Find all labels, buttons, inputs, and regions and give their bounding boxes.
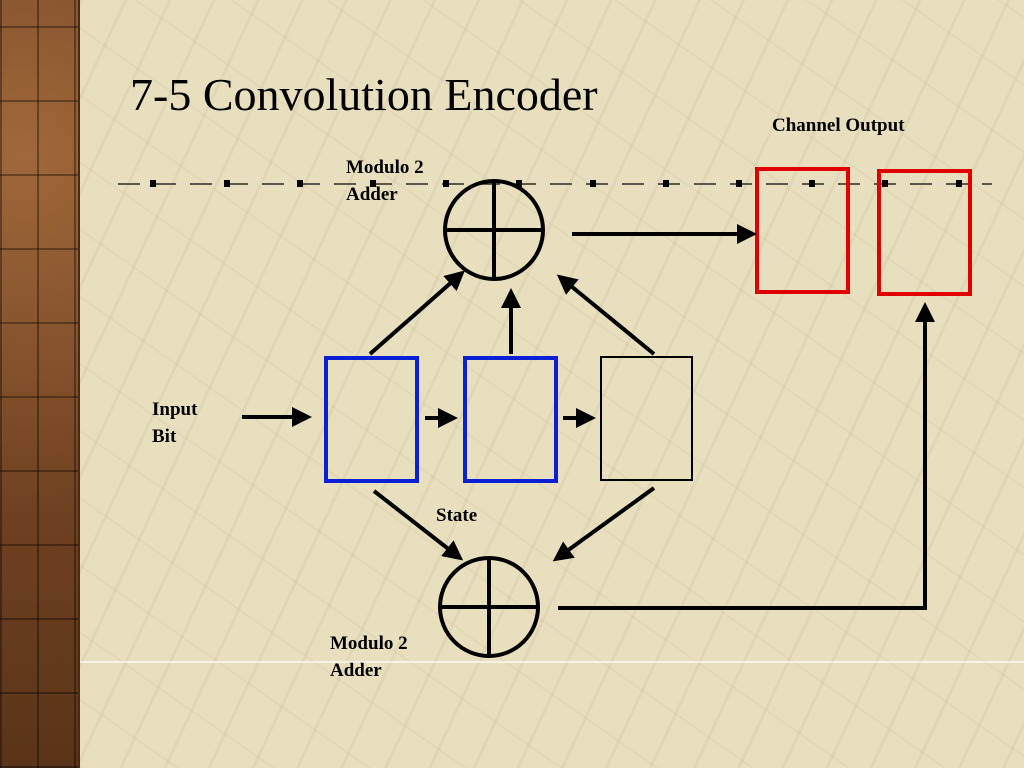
channel-output-box-1	[755, 167, 850, 294]
shift-register-cell-1	[324, 356, 419, 483]
bottom-adder-label-line2: Adder	[330, 660, 382, 681]
arrow-bottom-adder-to-output	[558, 302, 935, 610]
arrow-cell1-to-top-adder	[368, 270, 466, 356]
input-bit-label-line1: Input	[152, 399, 198, 420]
bottom-modulo2-adder	[438, 556, 540, 658]
slide-background	[80, 0, 1024, 768]
bottom-adder-label-line1: Modulo 2	[330, 633, 408, 654]
decorative-top-line-dots	[150, 180, 962, 187]
input-bit-label-line2: Bit	[152, 426, 177, 447]
input-bit-label: Input Bit	[152, 396, 197, 450]
bottom-adder-label: Modulo 2 Adder	[330, 630, 408, 684]
top-adder-label-line2: Adder	[346, 184, 398, 205]
top-modulo2-adder	[443, 179, 545, 281]
decorative-wood-strip	[0, 0, 80, 768]
shift-register-cell-2	[463, 356, 558, 483]
channel-output-label: Channel Output	[772, 115, 905, 136]
top-adder-label: Modulo 2 Adder	[346, 154, 424, 208]
arrow-cell3-to-bottom-adder	[552, 486, 656, 562]
channel-output-box-2	[877, 169, 972, 296]
top-adder-label-line1: Modulo 2	[346, 157, 424, 178]
state-label: State	[436, 505, 478, 526]
shift-register-cell-3	[600, 356, 693, 481]
slide-title: 7-5 Convolution Encoder	[130, 69, 598, 120]
arrow-cell1-to-bottom-adder	[372, 489, 464, 561]
arrow-cell3-to-top-adder	[556, 274, 656, 356]
